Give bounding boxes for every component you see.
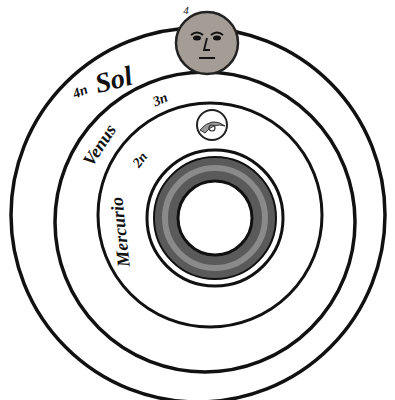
mercury-orbit xyxy=(147,150,283,286)
venus-planet xyxy=(197,110,227,140)
sun-orbit xyxy=(55,72,355,372)
dark-ring xyxy=(154,157,276,279)
venus-orbit xyxy=(98,103,322,327)
sun-face xyxy=(176,12,238,74)
outer-sphere xyxy=(11,28,385,400)
ring-stripe xyxy=(165,168,265,268)
orbit-number: 4 xyxy=(183,5,189,16)
inner-core xyxy=(178,181,252,255)
